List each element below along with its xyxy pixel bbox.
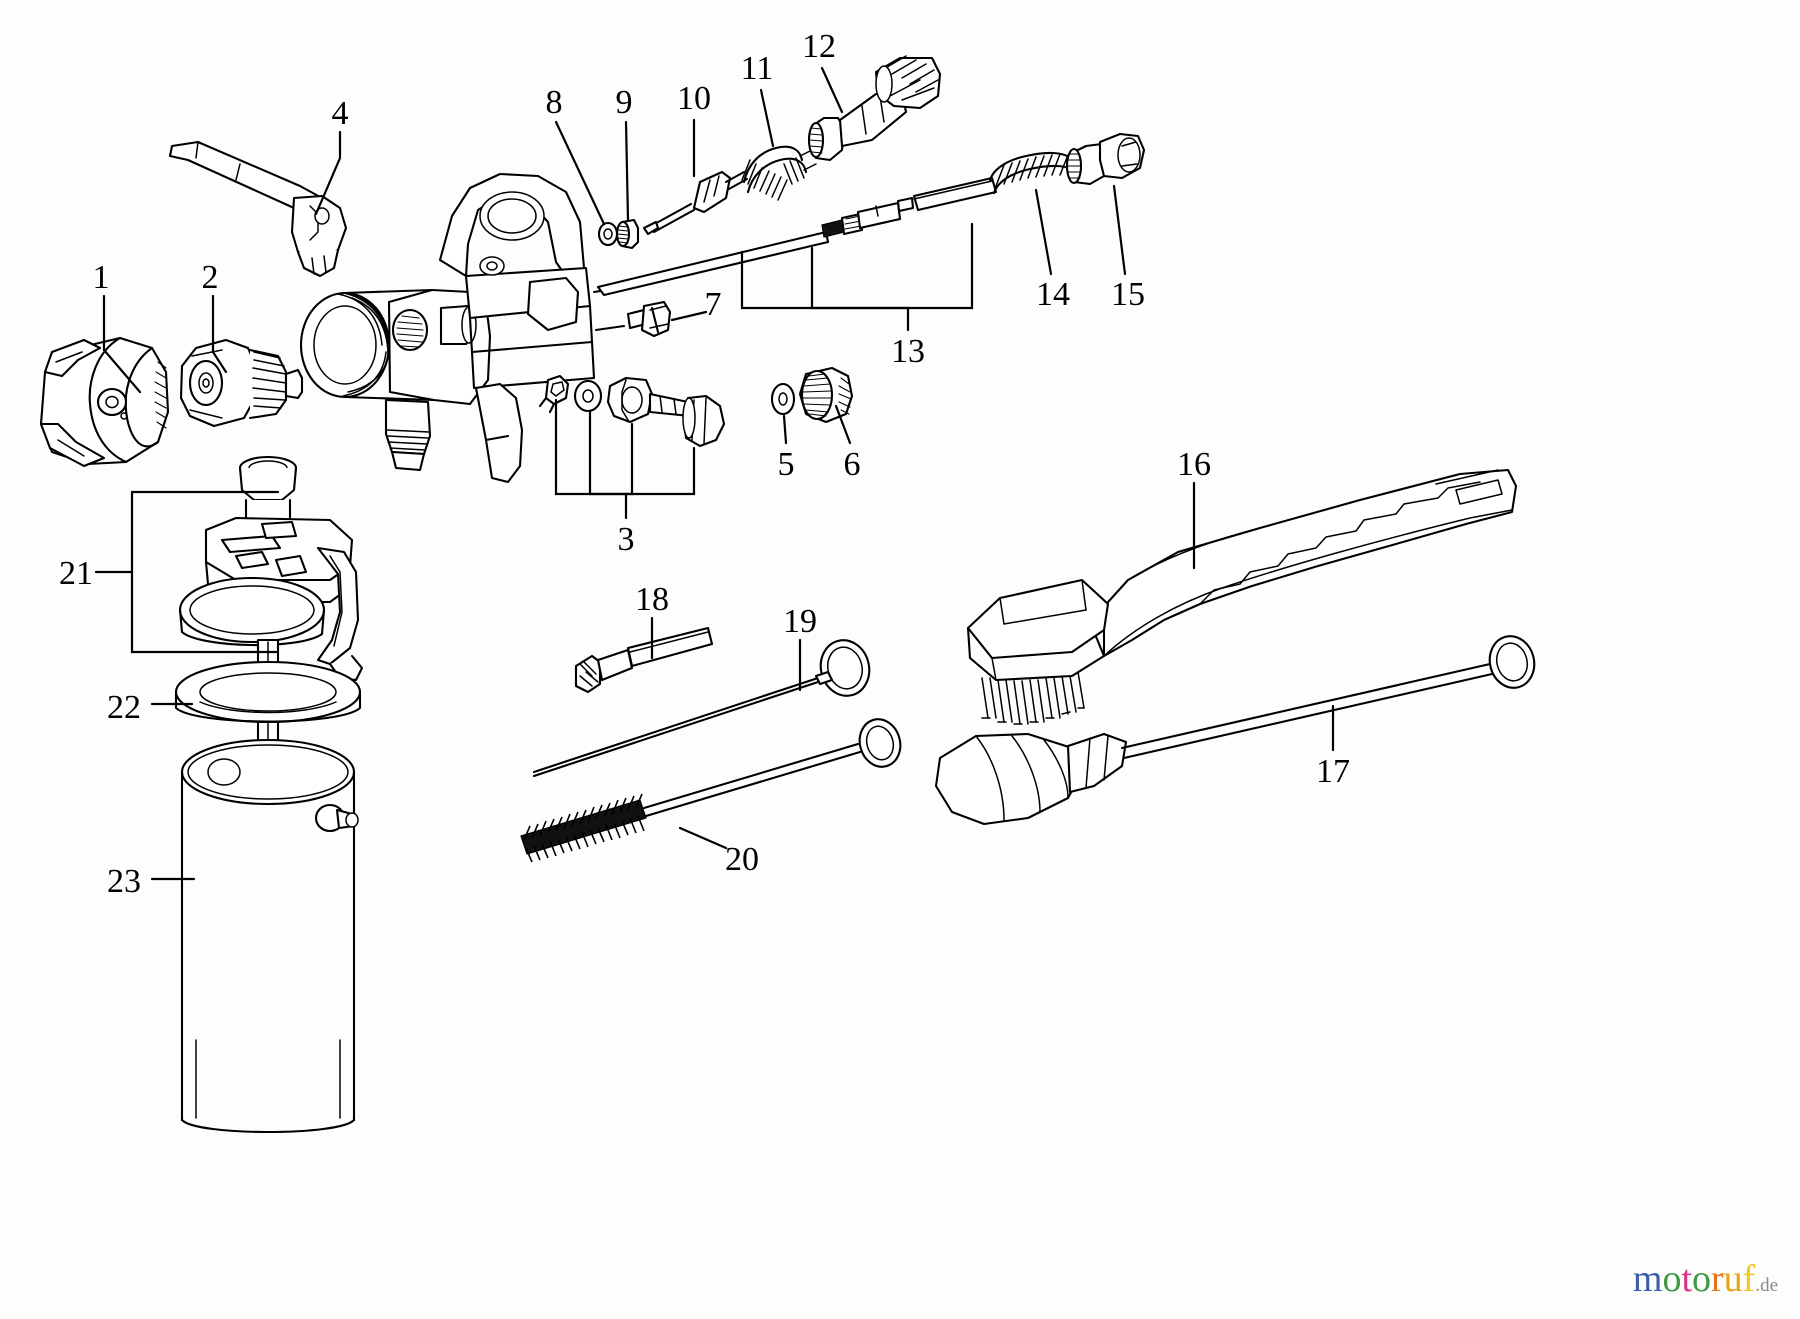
callout-23: 23	[107, 863, 141, 900]
part-air-inlet-gasket	[770, 382, 796, 416]
part-trigger	[168, 140, 348, 278]
watermark-tld: .de	[1755, 1275, 1778, 1296]
watermark-letter-o1: o	[1662, 1258, 1682, 1300]
part-air-valve-assembly	[596, 176, 998, 297]
callout-1: 1	[93, 259, 110, 296]
callout-20: 20	[725, 841, 759, 878]
part-gun-body	[299, 172, 626, 484]
part-needle-spring	[741, 145, 817, 201]
part-air-valve-plug	[1065, 132, 1146, 186]
callout-14: 14	[1036, 276, 1070, 313]
watermark-letter-r: r	[1711, 1258, 1724, 1300]
callout-11: 11	[741, 50, 774, 87]
watermark-letter-m: m	[1632, 1258, 1663, 1300]
part-cleaning-needle	[532, 639, 871, 778]
callout-2: 2	[202, 259, 219, 296]
callout-3: 3	[618, 521, 635, 558]
callout-numbers: 1 2 4 8 9 10 11 12 7 13 14 15 3 5 6 16 1…	[59, 28, 1350, 900]
part-needle-packing-washer	[597, 221, 619, 247]
watermark-letter-u: u	[1723, 1258, 1743, 1300]
motoruf-watermark: motoruf.de	[1633, 1257, 1778, 1301]
part-cup-gasket	[174, 660, 362, 724]
part-bottle-brush	[520, 718, 902, 863]
leader-lines	[94, 66, 1335, 881]
callout-5: 5	[778, 446, 795, 483]
callout-8: 8	[546, 84, 563, 121]
callout-19: 19	[783, 603, 817, 640]
part-fluid-nozzle	[179, 338, 304, 428]
part-needle-packing-nut	[615, 218, 640, 250]
part-wire-cleaning-brush	[966, 468, 1518, 725]
part-fluid-needle	[642, 170, 749, 236]
part-fluid-adjustment-kit	[538, 374, 726, 448]
watermark-letter-f: f	[1742, 1258, 1756, 1300]
part-flat-paint-brush	[934, 635, 1536, 826]
callout-6: 6	[844, 446, 861, 483]
part-set-screw	[626, 300, 672, 338]
part-air-inlet-nut	[798, 366, 854, 424]
callout-16: 16	[1177, 446, 1211, 483]
part-small-round-brush	[574, 626, 714, 694]
part-needle-adjusting-screw	[807, 55, 942, 162]
callout-21: 21	[59, 555, 93, 592]
watermark-letter-t: t	[1681, 1258, 1692, 1300]
part-air-cap	[39, 336, 170, 468]
callout-17: 17	[1316, 753, 1350, 790]
callout-10: 10	[677, 80, 711, 117]
callout-13: 13	[891, 333, 925, 370]
bottle-brush-bristles	[520, 793, 647, 863]
watermark-letter-o2: o	[1692, 1258, 1711, 1300]
callout-12: 12	[802, 28, 836, 65]
callout-18: 18	[635, 581, 669, 618]
callout-4: 4	[332, 95, 349, 132]
callout-15: 15	[1111, 276, 1145, 313]
callout-7: 7	[705, 286, 722, 323]
callout-9: 9	[616, 84, 633, 121]
callout-22: 22	[107, 689, 141, 726]
part-cup-container	[180, 738, 359, 1134]
